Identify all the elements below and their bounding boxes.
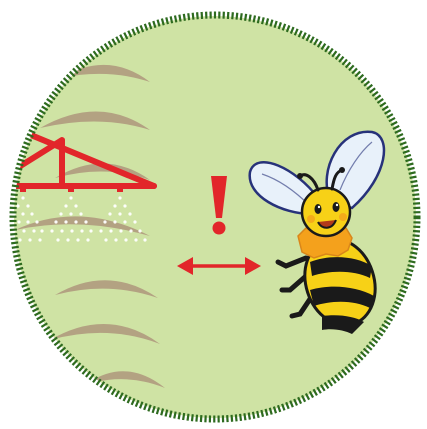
bee-head — [302, 188, 350, 236]
